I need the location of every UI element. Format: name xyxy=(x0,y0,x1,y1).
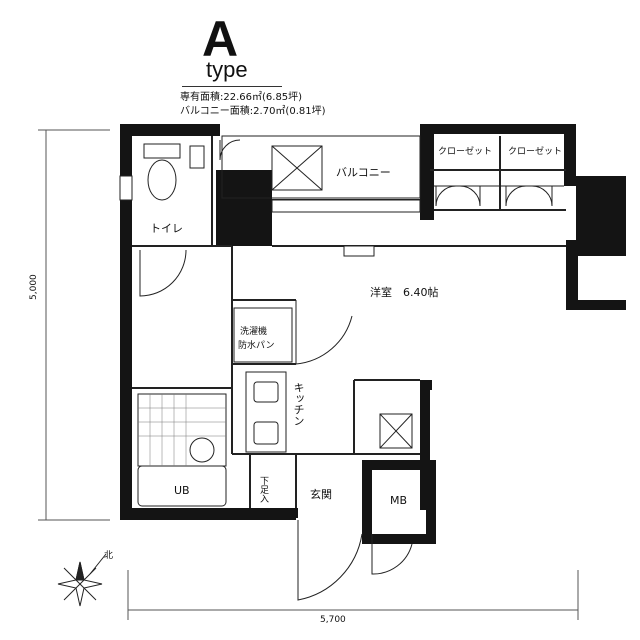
balcony-label: バルコニー xyxy=(336,166,391,179)
door-swings xyxy=(139,139,553,601)
exclusive-area-text: 専有面積:22.66㎡(6.85坪) xyxy=(180,92,303,103)
washer-pan-label-line2: 防水パン xyxy=(238,341,275,351)
washing-pan xyxy=(233,307,293,363)
interior-walls xyxy=(132,136,566,508)
width-dimension-line xyxy=(127,570,579,620)
balcony-railing xyxy=(221,135,421,199)
type-letter: A xyxy=(202,11,239,67)
height-dimension-label: 5,000 xyxy=(29,274,39,300)
balcony-area-text: バルコニー面積:2.70㎡(0.81坪) xyxy=(180,106,326,117)
unit-bath xyxy=(137,393,227,507)
washer-pan-label-line1: 洗濯機 xyxy=(240,327,268,337)
entrance-label: 玄関 xyxy=(310,488,332,501)
width-dimension-label: 5,700 xyxy=(320,615,346,625)
bath-tile-pattern xyxy=(138,394,226,466)
shoe-box-label: 下足入 xyxy=(258,476,268,503)
western-room-label: 洋室 6.40帖 xyxy=(370,286,439,299)
closet-left-label: クローゼット xyxy=(438,147,493,157)
closet-right-label: クローゼット xyxy=(508,147,563,157)
compass-north-label: 北 xyxy=(104,551,114,561)
toilet-fixture xyxy=(143,143,205,201)
meter-box-label: MB xyxy=(390,494,408,507)
compass-icon xyxy=(57,553,107,607)
header-divider xyxy=(182,86,282,87)
height-dimension-line xyxy=(38,129,110,521)
toilet-label: トイレ xyxy=(150,222,183,235)
unit-bath-label: UB xyxy=(174,484,190,497)
kitchen-label: キッチン xyxy=(292,382,305,426)
exterior-walls xyxy=(120,124,626,544)
type-word: type xyxy=(206,57,248,82)
windows xyxy=(119,175,421,257)
kitchen-counter xyxy=(245,371,413,453)
